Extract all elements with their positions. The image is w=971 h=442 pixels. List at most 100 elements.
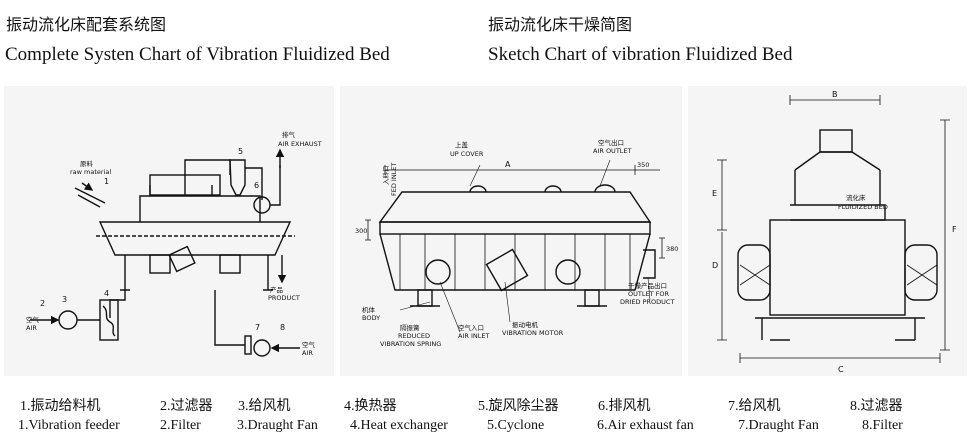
num-8: 8 xyxy=(280,323,285,332)
bed-top-band xyxy=(379,221,651,235)
right-title-en: Sketch Chart of vibration Fluidized Bed xyxy=(488,44,793,65)
cyclone-shape xyxy=(229,159,246,196)
legend-cn-6: 6.排风机 xyxy=(598,399,651,414)
up-cover-en: UP COVER xyxy=(450,150,484,158)
spring-right xyxy=(584,289,600,307)
top-outlet xyxy=(819,129,853,153)
draught-fan-7-shape xyxy=(253,339,271,357)
num-3: 3 xyxy=(62,295,67,304)
legend-cn-2: 2.过滤器 xyxy=(160,399,213,414)
air-inlet-left xyxy=(425,259,451,285)
num-1: 1 xyxy=(104,177,109,186)
dim-380: 380 xyxy=(666,245,678,253)
windbox-left xyxy=(149,254,171,274)
fluidized-bed-cn: 流化床 xyxy=(846,193,866,202)
exhaust-duct xyxy=(184,159,231,196)
product-cn: 产品 xyxy=(270,285,283,294)
air-outlet-ports xyxy=(469,184,616,193)
feed-inlet-cn: 入料口 xyxy=(381,166,390,186)
right-title-cn: 振动流化床干燥简图 xyxy=(488,15,633,34)
legend-en-3: 3.Draught Fan xyxy=(237,418,318,433)
side-motor-right xyxy=(904,244,938,301)
raw-material-en: raw material xyxy=(70,168,111,176)
end-view-diagram xyxy=(717,95,950,363)
air-inlet-cn: 空气入口 xyxy=(458,323,484,332)
num-5: 5 xyxy=(238,147,243,156)
motor-en: VIBRATION MOTOR xyxy=(502,329,564,337)
filter-8-shape xyxy=(244,335,252,355)
air2-cn: 空气 xyxy=(302,340,316,349)
bed-body-end xyxy=(769,219,906,316)
air-exhaust-en: AIR EXHAUST xyxy=(278,140,322,148)
spring-cn: 隔振簧 xyxy=(400,323,420,332)
fluidized-bed-en: FLUIDIZED BED xyxy=(838,203,888,211)
air-inlet-en: AIR INLET xyxy=(458,332,489,340)
system-chart-diagram xyxy=(30,148,300,357)
air1-en: AIR xyxy=(26,324,37,332)
legend-en-2: 2.Filter xyxy=(160,418,201,433)
vibration-motor-side xyxy=(485,248,529,292)
spring-en2: VIBRATION SPRING xyxy=(380,340,441,348)
left-title-cn: 振动流化床配套系统图 xyxy=(6,15,167,34)
bed-body-shape xyxy=(98,221,292,256)
panel-end-view xyxy=(688,86,967,376)
num-6: 6 xyxy=(254,181,259,190)
air-outlet-cn: 空气出口 xyxy=(598,138,624,147)
legend-en-1: 1.Vibration feeder xyxy=(18,418,120,433)
air-exhaust-cn: 排气 xyxy=(282,130,296,139)
air-inlet-right xyxy=(555,259,581,285)
legend-en-5: 5.Cyclone xyxy=(487,418,545,433)
filter-box xyxy=(149,174,221,196)
side-view-diagram xyxy=(365,159,665,333)
legend-en-6: 6.Air exhaust fan xyxy=(597,418,694,433)
legend-en-7: 7.Draught Fan xyxy=(738,418,819,433)
bed-hood xyxy=(139,195,261,222)
panel-side-view xyxy=(340,86,682,376)
num-4: 4 xyxy=(104,289,109,298)
dim-b: B xyxy=(832,90,838,99)
left-title-en: Complete Systen Chart of Vibration Fluid… xyxy=(5,44,390,65)
dim-300: 300 xyxy=(355,227,367,235)
legend-cn-3: 3.给风机 xyxy=(238,399,291,414)
legend-cn-1: 1.振动给料机 xyxy=(20,399,101,414)
side-motor-left xyxy=(737,244,771,301)
air-line-2 xyxy=(214,290,245,346)
legend-cn-5: 5.旋风除尘器 xyxy=(478,399,559,414)
dim-a: A xyxy=(505,160,511,169)
dried-product-outlet xyxy=(643,249,656,279)
air-outlet-en: AIR OUTLET xyxy=(593,147,632,155)
dim-c: C xyxy=(838,365,844,374)
draught-fan-shape xyxy=(58,310,78,330)
legend-en-8: 8.Filter xyxy=(862,418,903,433)
vibration-feeder xyxy=(74,187,106,208)
dim-d: D xyxy=(712,261,718,270)
motor-cn: 振动电机 xyxy=(512,320,539,329)
dried-product-cn: 干燥产品出口 xyxy=(628,281,667,290)
raw-material-cn: 原料 xyxy=(80,159,94,168)
dried-product-en2: DRIED PRODUCT xyxy=(620,298,674,306)
feed-inlet-en: FED INLET xyxy=(390,163,398,196)
dim-e: E xyxy=(712,189,717,198)
panel-system-chart xyxy=(4,86,334,376)
dried-product-en1: OUTLET FOR xyxy=(628,290,669,298)
legend-en-4: 4.Heat exchanger xyxy=(350,418,448,433)
hood-top xyxy=(794,151,881,171)
product-en: PRODUCT xyxy=(268,294,300,302)
num-7: 7 xyxy=(255,323,260,332)
body-cn: 机体 xyxy=(362,305,376,314)
air2-en: AIR xyxy=(302,349,313,357)
up-cover-cn: 上盖 xyxy=(455,140,469,149)
dim-350: 350 xyxy=(637,161,649,169)
legend-cn-8: 8.过滤器 xyxy=(850,399,903,414)
dim-f: F xyxy=(952,225,957,234)
windbox-right xyxy=(219,254,241,274)
heat-exchanger-shape xyxy=(99,299,119,341)
legend-cn-7: 7.给风机 xyxy=(728,399,781,414)
body-en: BODY xyxy=(362,314,380,322)
vibration-motor-shape xyxy=(168,245,196,273)
spring-en1: REDUCED xyxy=(398,332,430,340)
up-cover-shape xyxy=(378,191,652,223)
num-2: 2 xyxy=(40,299,45,308)
legend-cn-4: 4.换热器 xyxy=(344,399,397,414)
